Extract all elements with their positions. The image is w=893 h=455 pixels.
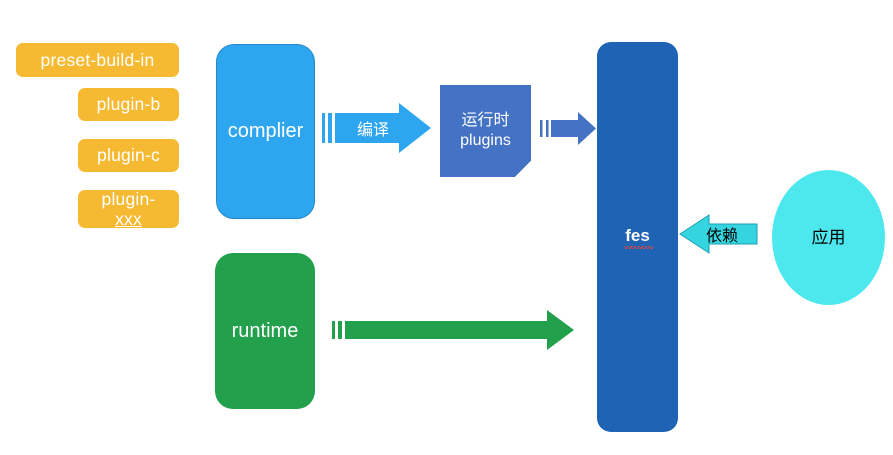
node-label: fes <box>624 226 653 249</box>
folded-corner-icon <box>514 160 531 177</box>
node-label-line1: plugin- <box>101 188 156 209</box>
node-plugin-b[interactable]: plugin-b <box>78 88 179 121</box>
plugins-to-fes-arrow-icon <box>540 112 596 145</box>
runtime-to-fes-arrow-icon <box>332 310 574 350</box>
node-label-line2: xxx <box>115 209 142 229</box>
node-label: plugin-b <box>96 94 161 115</box>
node-label: runtime <box>231 319 299 342</box>
node-fes[interactable]: fes <box>597 42 678 432</box>
node-runtime-plugins[interactable]: 运行时 plugins <box>440 85 531 177</box>
depend-arrow-label: 依赖 <box>705 228 738 245</box>
node-plugin-xxx[interactable]: plugin- xxx <box>78 188 179 229</box>
node-plugin-c[interactable]: plugin-c <box>78 139 179 172</box>
node-label: complier <box>227 120 304 142</box>
node-label: preset-build-in <box>40 49 155 70</box>
node-complier[interactable]: complier <box>216 44 315 219</box>
node-label: plugin-c <box>97 145 160 166</box>
node-preset-build-in[interactable]: preset-build-in <box>16 43 179 77</box>
node-label: 应用 <box>811 227 846 247</box>
node-label-line1: 运行时 <box>461 112 510 129</box>
node-runtime[interactable]: runtime <box>215 253 315 409</box>
compile-arrow-label: 编译 <box>356 122 389 139</box>
node-label-line2: plugins <box>460 132 511 149</box>
node-application[interactable]: 应用 <box>772 170 885 305</box>
